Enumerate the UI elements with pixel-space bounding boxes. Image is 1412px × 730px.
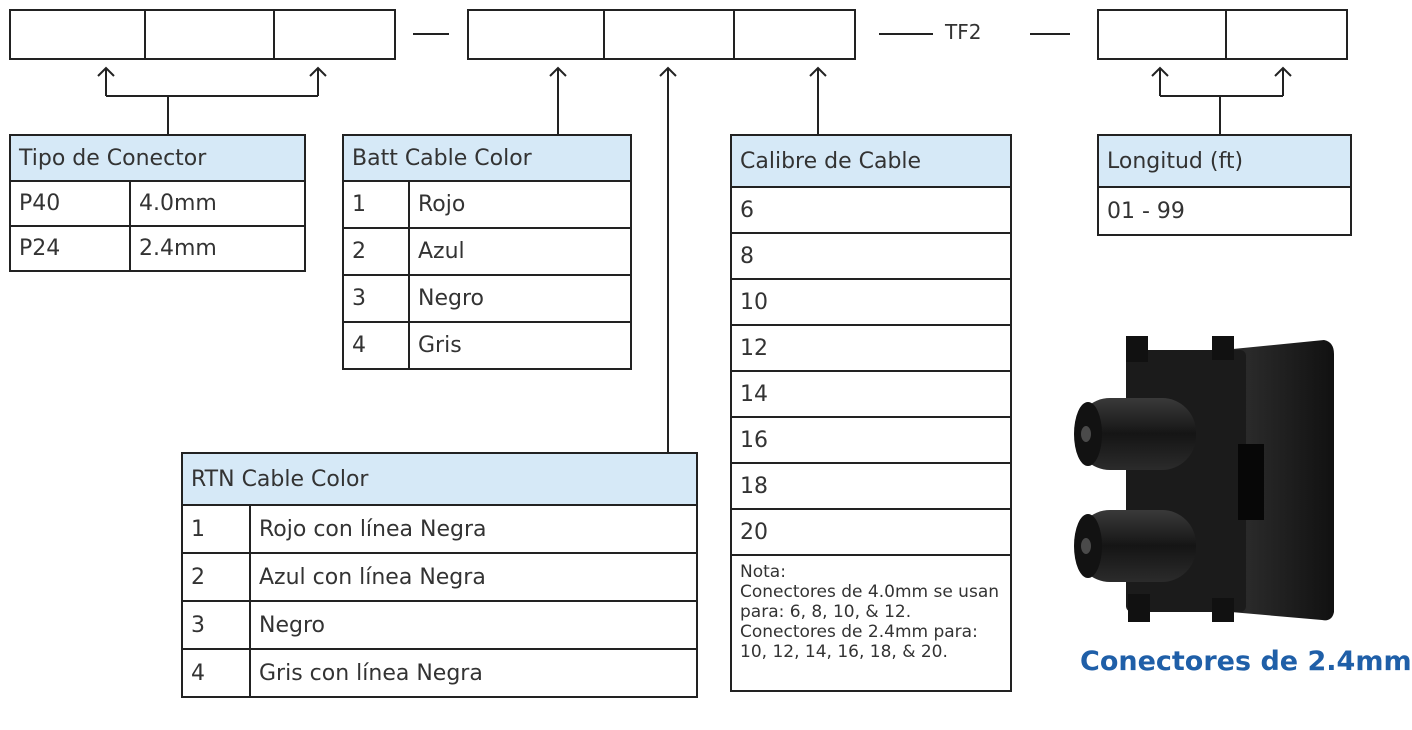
bracket-long xyxy=(1160,95,1283,134)
calibre-value: 16 xyxy=(730,416,1012,464)
dash-separator xyxy=(1030,33,1070,35)
longitud-header: Longitud (ft) xyxy=(1097,134,1352,188)
batt-code: 4 xyxy=(342,321,410,370)
connector-product-image xyxy=(1074,336,1334,622)
batt-value: Azul xyxy=(408,227,632,276)
connector-image-caption: Conectores de 2.4mm xyxy=(1080,646,1412,677)
rtn-code: 1 xyxy=(181,504,251,554)
code-box-group-1 xyxy=(9,9,396,60)
rtn-value: Rojo con línea Negra xyxy=(249,504,698,554)
calibre-cable-header: Calibre de Cable xyxy=(730,134,1012,188)
arrow-calibre xyxy=(809,66,827,134)
calibre-value: 8 xyxy=(730,232,1012,280)
tipo-code: P40 xyxy=(9,180,131,227)
rtn-cable-color-header: RTN Cable Color xyxy=(181,452,698,506)
tipo-value: 4.0mm xyxy=(129,180,306,227)
batt-value: Negro xyxy=(408,274,632,323)
tipo-conector-table: Tipo de Conector P40 4.0mm P24 2.4mm xyxy=(9,134,306,272)
batt-code: 1 xyxy=(342,180,410,229)
calibre-note: Nota: Conectores de 4.0mm se usan para: … xyxy=(730,554,1012,692)
calibre-value: 12 xyxy=(730,324,1012,372)
arrow-tipo-left xyxy=(97,66,115,96)
longitud-table: Longitud (ft) 01 - 99 xyxy=(1097,134,1352,236)
rtn-cable-color-table: RTN Cable Color 1 Rojo con línea Negra 2… xyxy=(181,452,698,698)
tipo-conector-header: Tipo de Conector xyxy=(9,134,306,182)
longitud-value: 01 - 99 xyxy=(1097,186,1352,236)
code-box-group-2 xyxy=(467,9,856,60)
calibre-cable-table: Calibre de Cable 6 8 10 12 14 16 18 20 N… xyxy=(730,134,1012,692)
dash-separator xyxy=(413,33,449,35)
arrow-batt xyxy=(549,66,567,134)
rtn-value: Gris con línea Negra xyxy=(249,648,698,698)
calibre-value: 6 xyxy=(730,186,1012,234)
rtn-value: Negro xyxy=(249,600,698,650)
batt-code: 2 xyxy=(342,227,410,276)
code-box-divider xyxy=(1225,11,1227,58)
tipo-code: P24 xyxy=(9,225,131,272)
code-box-divider xyxy=(144,11,146,58)
arrow-long-left xyxy=(1151,66,1169,96)
calibre-value: 14 xyxy=(730,370,1012,418)
arrow-tipo-right xyxy=(309,66,327,96)
batt-cable-color-header: Batt Cable Color xyxy=(342,134,632,182)
batt-code: 3 xyxy=(342,274,410,323)
calibre-value: 20 xyxy=(730,508,1012,556)
tf2-label: TF2 xyxy=(945,20,982,44)
batt-value: Gris xyxy=(408,321,632,370)
rtn-code: 4 xyxy=(181,648,251,698)
arrow-rtn xyxy=(659,66,677,452)
tipo-value: 2.4mm xyxy=(129,225,306,272)
arrow-long-right xyxy=(1274,66,1292,96)
code-box-divider xyxy=(603,11,605,58)
calibre-value: 10 xyxy=(730,278,1012,326)
bracket-tipo xyxy=(106,95,318,134)
dash-separator xyxy=(879,33,933,35)
batt-cable-color-table: Batt Cable Color 1 Rojo 2 Azul 3 Negro 4… xyxy=(342,134,632,370)
code-box-divider xyxy=(273,11,275,58)
rtn-code: 3 xyxy=(181,600,251,650)
calibre-value: 18 xyxy=(730,462,1012,510)
batt-value: Rojo xyxy=(408,180,632,229)
rtn-value: Azul con línea Negra xyxy=(249,552,698,602)
code-box-group-3 xyxy=(1097,9,1348,60)
rtn-code: 2 xyxy=(181,552,251,602)
code-box-divider xyxy=(733,11,735,58)
